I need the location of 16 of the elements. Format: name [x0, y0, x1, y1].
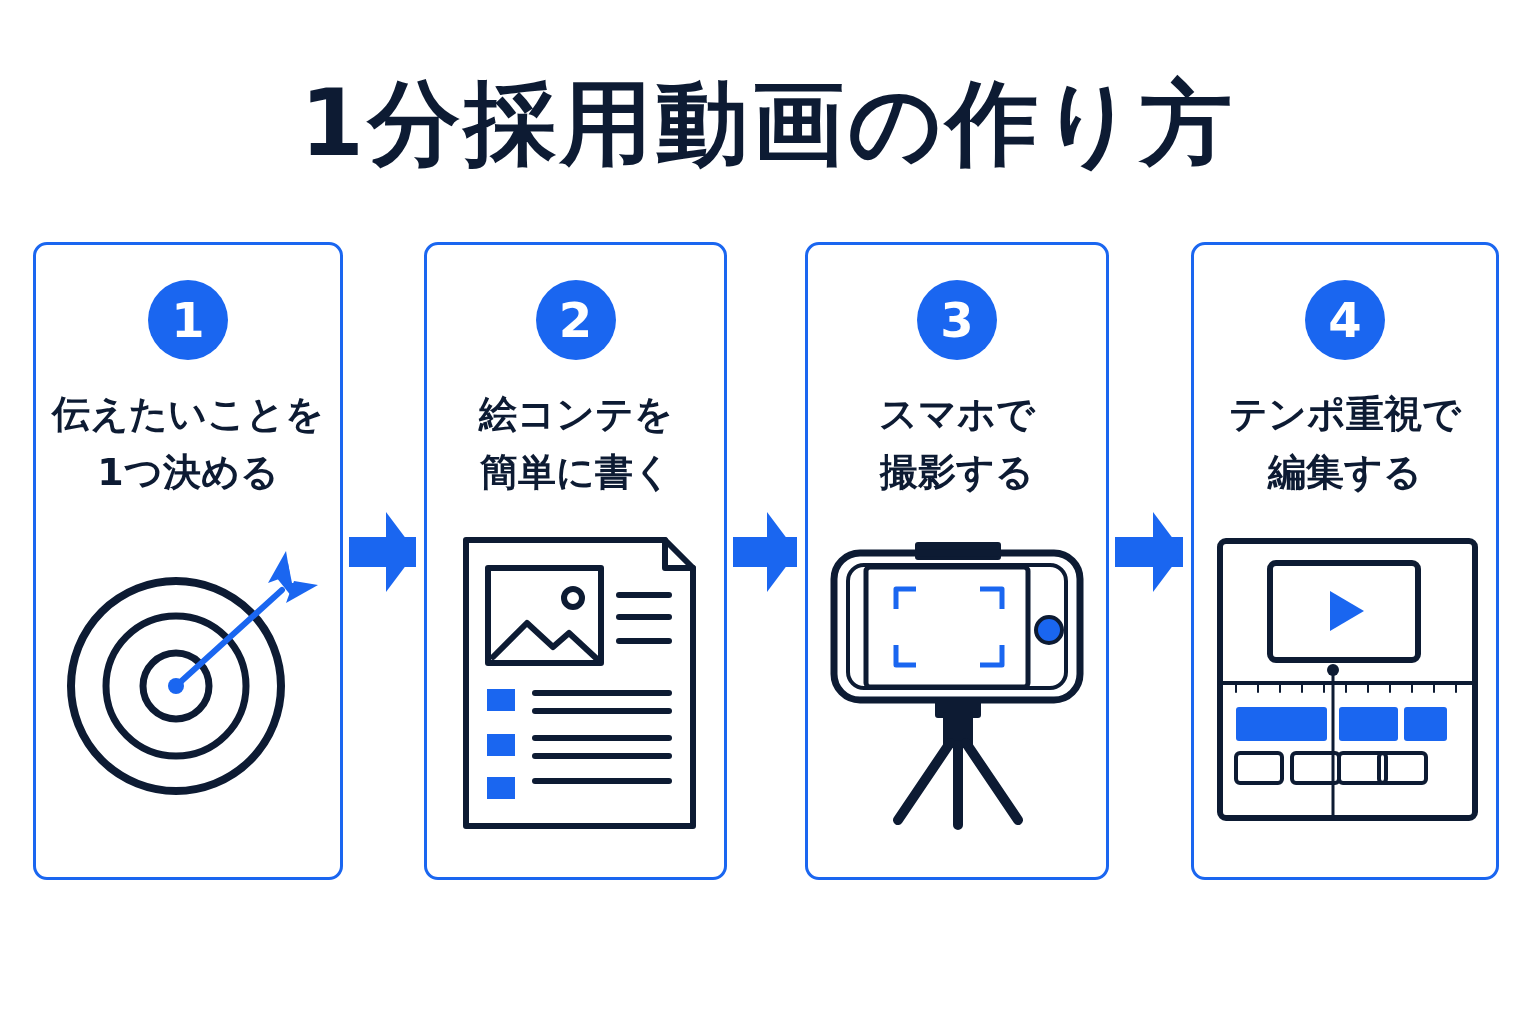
- step-number: 4: [1305, 280, 1385, 360]
- step-text: 伝えたいことを1つ決める: [51, 391, 325, 496]
- arrow: [1115, 512, 1183, 592]
- step-card: [424, 242, 727, 880]
- step-number: 1: [148, 280, 228, 360]
- step-number: 3: [917, 280, 997, 360]
- step-card: [805, 242, 1109, 880]
- step-card: [1191, 242, 1499, 880]
- arrow: [733, 512, 797, 592]
- step-card: [33, 242, 343, 880]
- step-text: テンポ重視で編集する: [1228, 391, 1463, 496]
- step-text: スマホで撮影する: [878, 391, 1037, 496]
- title: 1分採用動画の作り方: [299, 69, 1237, 179]
- step-number: 2: [535, 280, 616, 360]
- arrow: [349, 512, 416, 592]
- step-text: 絵コンテを簡単に書く: [477, 391, 674, 496]
